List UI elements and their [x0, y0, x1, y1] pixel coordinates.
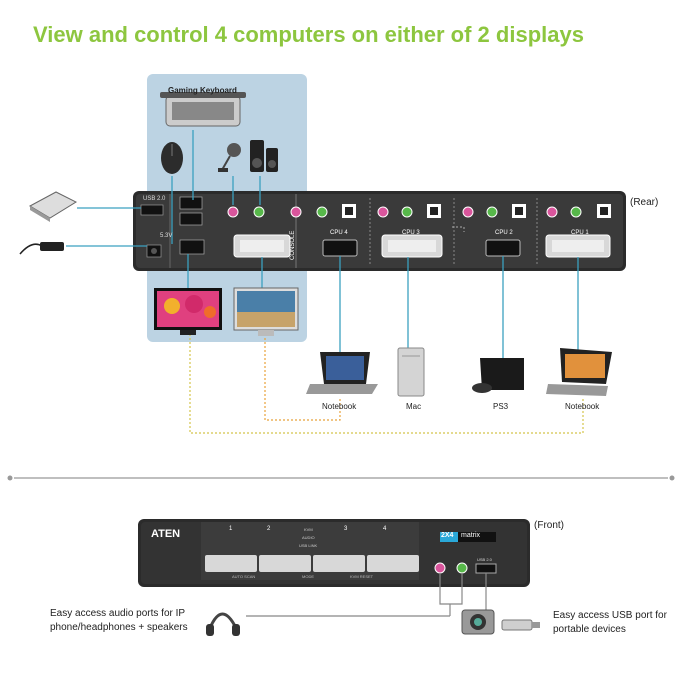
microphone-image — [218, 143, 241, 172]
gaming-keyboard-label: Gaming Keyboard — [168, 86, 237, 95]
bottom-label-auto-scan: AUTO SCAN — [232, 574, 256, 579]
port-number-1: 1 — [229, 526, 233, 532]
headphones-image — [206, 612, 240, 636]
button-2 — [259, 555, 311, 572]
notebook-2-image — [546, 348, 612, 396]
monitor-2-image — [233, 287, 299, 336]
bottom-label-mode: MODE — [302, 574, 314, 579]
button-1 — [205, 555, 257, 572]
port-number-2: 2 — [267, 526, 271, 532]
port-number-4: 4 — [383, 526, 387, 532]
usb-drive-image — [28, 191, 78, 222]
front-label: (Front) — [534, 520, 564, 531]
badge-left: 2X4 — [441, 532, 454, 539]
device-label-notebook-2: Notebook — [565, 402, 600, 411]
cpu2-ports — [462, 204, 526, 257]
cpu2-label: CPU 2 — [495, 230, 513, 236]
button-4 — [367, 555, 419, 572]
cpu3-ports — [377, 204, 443, 258]
cpu4-label: CPU 4 — [330, 230, 348, 236]
device-label-mac: Mac — [406, 402, 422, 411]
speakers-image — [250, 140, 278, 172]
mac-image — [397, 347, 425, 397]
device-label-notebook-1: Notebook — [322, 402, 357, 411]
badge-right: matrix — [461, 532, 481, 539]
notebook-1-image — [306, 352, 378, 394]
power-adapter-image — [19, 242, 64, 255]
power-label: 5.3V — [160, 233, 173, 239]
headline: View and control 4 computers on either o… — [33, 22, 584, 47]
usb-note: Easy access USB port for portable device… — [553, 610, 667, 635]
front-usb-label: USB 2.0 — [477, 557, 492, 562]
monitor-1-image — [154, 288, 222, 335]
device-label-ps3: PS3 — [493, 402, 509, 411]
rear-usb-label: USB 2.0 — [143, 196, 166, 202]
center-label-kvm: KVM — [304, 527, 313, 532]
rear-usb-port — [140, 204, 164, 216]
cpu3-label: CPU 3 — [402, 230, 420, 236]
mouse-image — [161, 142, 183, 174]
center-label-audio: AUDIO — [302, 535, 315, 540]
button-3 — [313, 555, 365, 572]
cpu1-label: CPU 1 — [571, 230, 589, 236]
usb-stick-image — [501, 619, 540, 631]
center-label-usb-link: USB LINK — [299, 543, 318, 548]
gaming-keyboard-image — [160, 92, 246, 127]
audio-note: Easy access audio ports for IP phone/hea… — [50, 608, 188, 633]
cpu1-ports — [545, 204, 611, 258]
console-label: CONSOLE — [290, 230, 296, 260]
rear-label: (Rear) — [630, 197, 659, 208]
port-number-3: 3 — [344, 526, 348, 532]
brand-logo: ATEN — [151, 528, 181, 540]
ps3-image — [472, 358, 524, 393]
cpu4-ports — [290, 204, 358, 257]
bottom-label-kvm-reset: KVM RESET — [350, 574, 374, 579]
camera-image — [461, 609, 495, 635]
